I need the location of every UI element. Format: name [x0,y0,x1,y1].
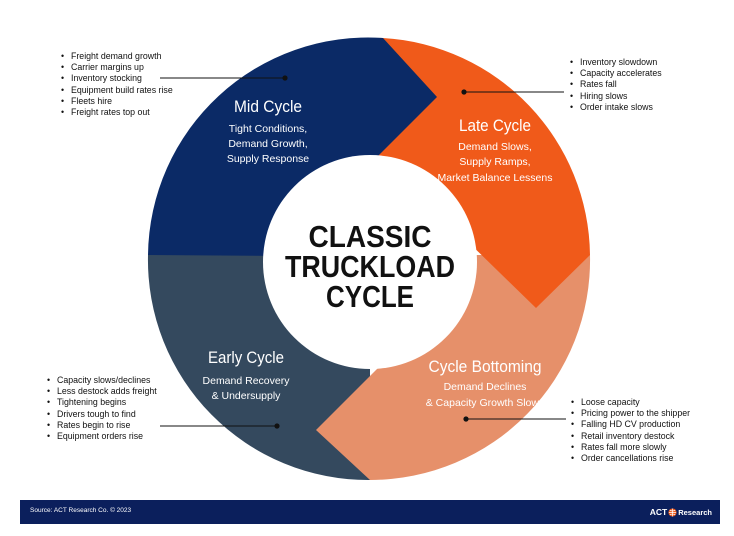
late-cycle-title: Late Cycle [459,116,531,135]
late-cycle-subtitle-1: Demand Slows, [458,141,532,153]
list-item: Freight demand growth [60,51,173,62]
cycle-bottoming-subtitle-2: & Capacity Growth Slows [426,397,544,409]
cycle-diagram: CLASSIC TRUCKLOAD CYCLE Mid Cycle Tight … [147,37,591,481]
leader-line-early [160,423,280,429]
mid-cycle-subtitle-2: Demand Growth, [228,138,307,150]
list-item: Order cancellations rise [570,453,690,464]
cycle-bottoming-subtitle-1: Demand Declines [444,381,527,393]
early-cycle-bullets: Capacity slows/declines Less destock add… [46,375,157,442]
globe-icon [668,507,677,517]
logo-act-text: ACT [649,507,668,517]
list-item: Fleets hire [60,96,173,107]
logo-research-text: Research [678,507,712,517]
footer-bar: Source: ACT Research Co. © 2023 ACT Rese… [20,500,720,524]
list-item: Freight rates top out [60,107,173,118]
list-item: Order intake slows [569,102,662,113]
leader-line-bottoming [463,416,566,422]
list-item: Equipment orders rise [46,431,157,442]
mid-cycle-subtitle-3: Supply Response [227,153,309,165]
list-item: Inventory stocking [60,73,173,84]
list-item: Carrier margins up [60,62,173,73]
early-cycle-title: Early Cycle [208,348,284,367]
cycle-bottoming-title: Cycle Bottoming [429,357,542,376]
source-text: Source: ACT Research Co. © 2023 [30,507,132,514]
leader-line-mid [160,75,288,81]
mid-cycle-segment [148,37,437,256]
center-disc [263,155,477,369]
list-item: Retail inventory destock [570,431,690,442]
late-cycle-subtitle-3: Market Balance Lessens [438,172,553,184]
center-title-line-2: TRUCKLOAD [285,249,455,284]
cycle-bottoming-segment [316,255,591,480]
early-cycle-subtitle-1: Demand Recovery [203,375,291,387]
list-item: Rates fall more slowly [570,442,690,453]
act-research-logo: ACT Research [650,506,712,518]
late-cycle-bullets: Inventory slowdown Capacity accelerates … [569,57,662,113]
list-item: Falling HD CV production [570,419,690,430]
mid-cycle-title: Mid Cycle [234,97,302,116]
early-cycle-segment [147,196,370,481]
list-item: Rates fall [569,79,662,90]
cycle-bottoming-bullets: Loose capacity Pricing power to the ship… [570,397,690,464]
list-item: Less destock adds freight [46,386,157,397]
list-item: Tightening begins [46,397,157,408]
list-item: Capacity accelerates [569,68,662,79]
center-title-line-1: CLASSIC [309,219,432,254]
late-cycle-subtitle-2: Supply Ramps, [459,156,530,168]
center-title-line-3: CYCLE [326,279,414,314]
mid-cycle-bullets: Freight demand growth Carrier margins up… [60,51,173,118]
list-item: Rates begin to rise [46,420,157,431]
list-item: Capacity slows/declines [46,375,157,386]
list-item: Inventory slowdown [569,57,662,68]
list-item: Loose capacity [570,397,690,408]
early-cycle-subtitle-2: & Undersupply [212,390,282,402]
list-item: Pricing power to the shipper [570,408,690,419]
list-item: Drivers tough to find [46,409,157,420]
leader-line-late [461,89,564,95]
list-item: Hiring slows [569,91,662,102]
mid-cycle-subtitle-1: Tight Conditions, [229,123,307,135]
list-item: Equipment build rates rise [60,85,173,96]
